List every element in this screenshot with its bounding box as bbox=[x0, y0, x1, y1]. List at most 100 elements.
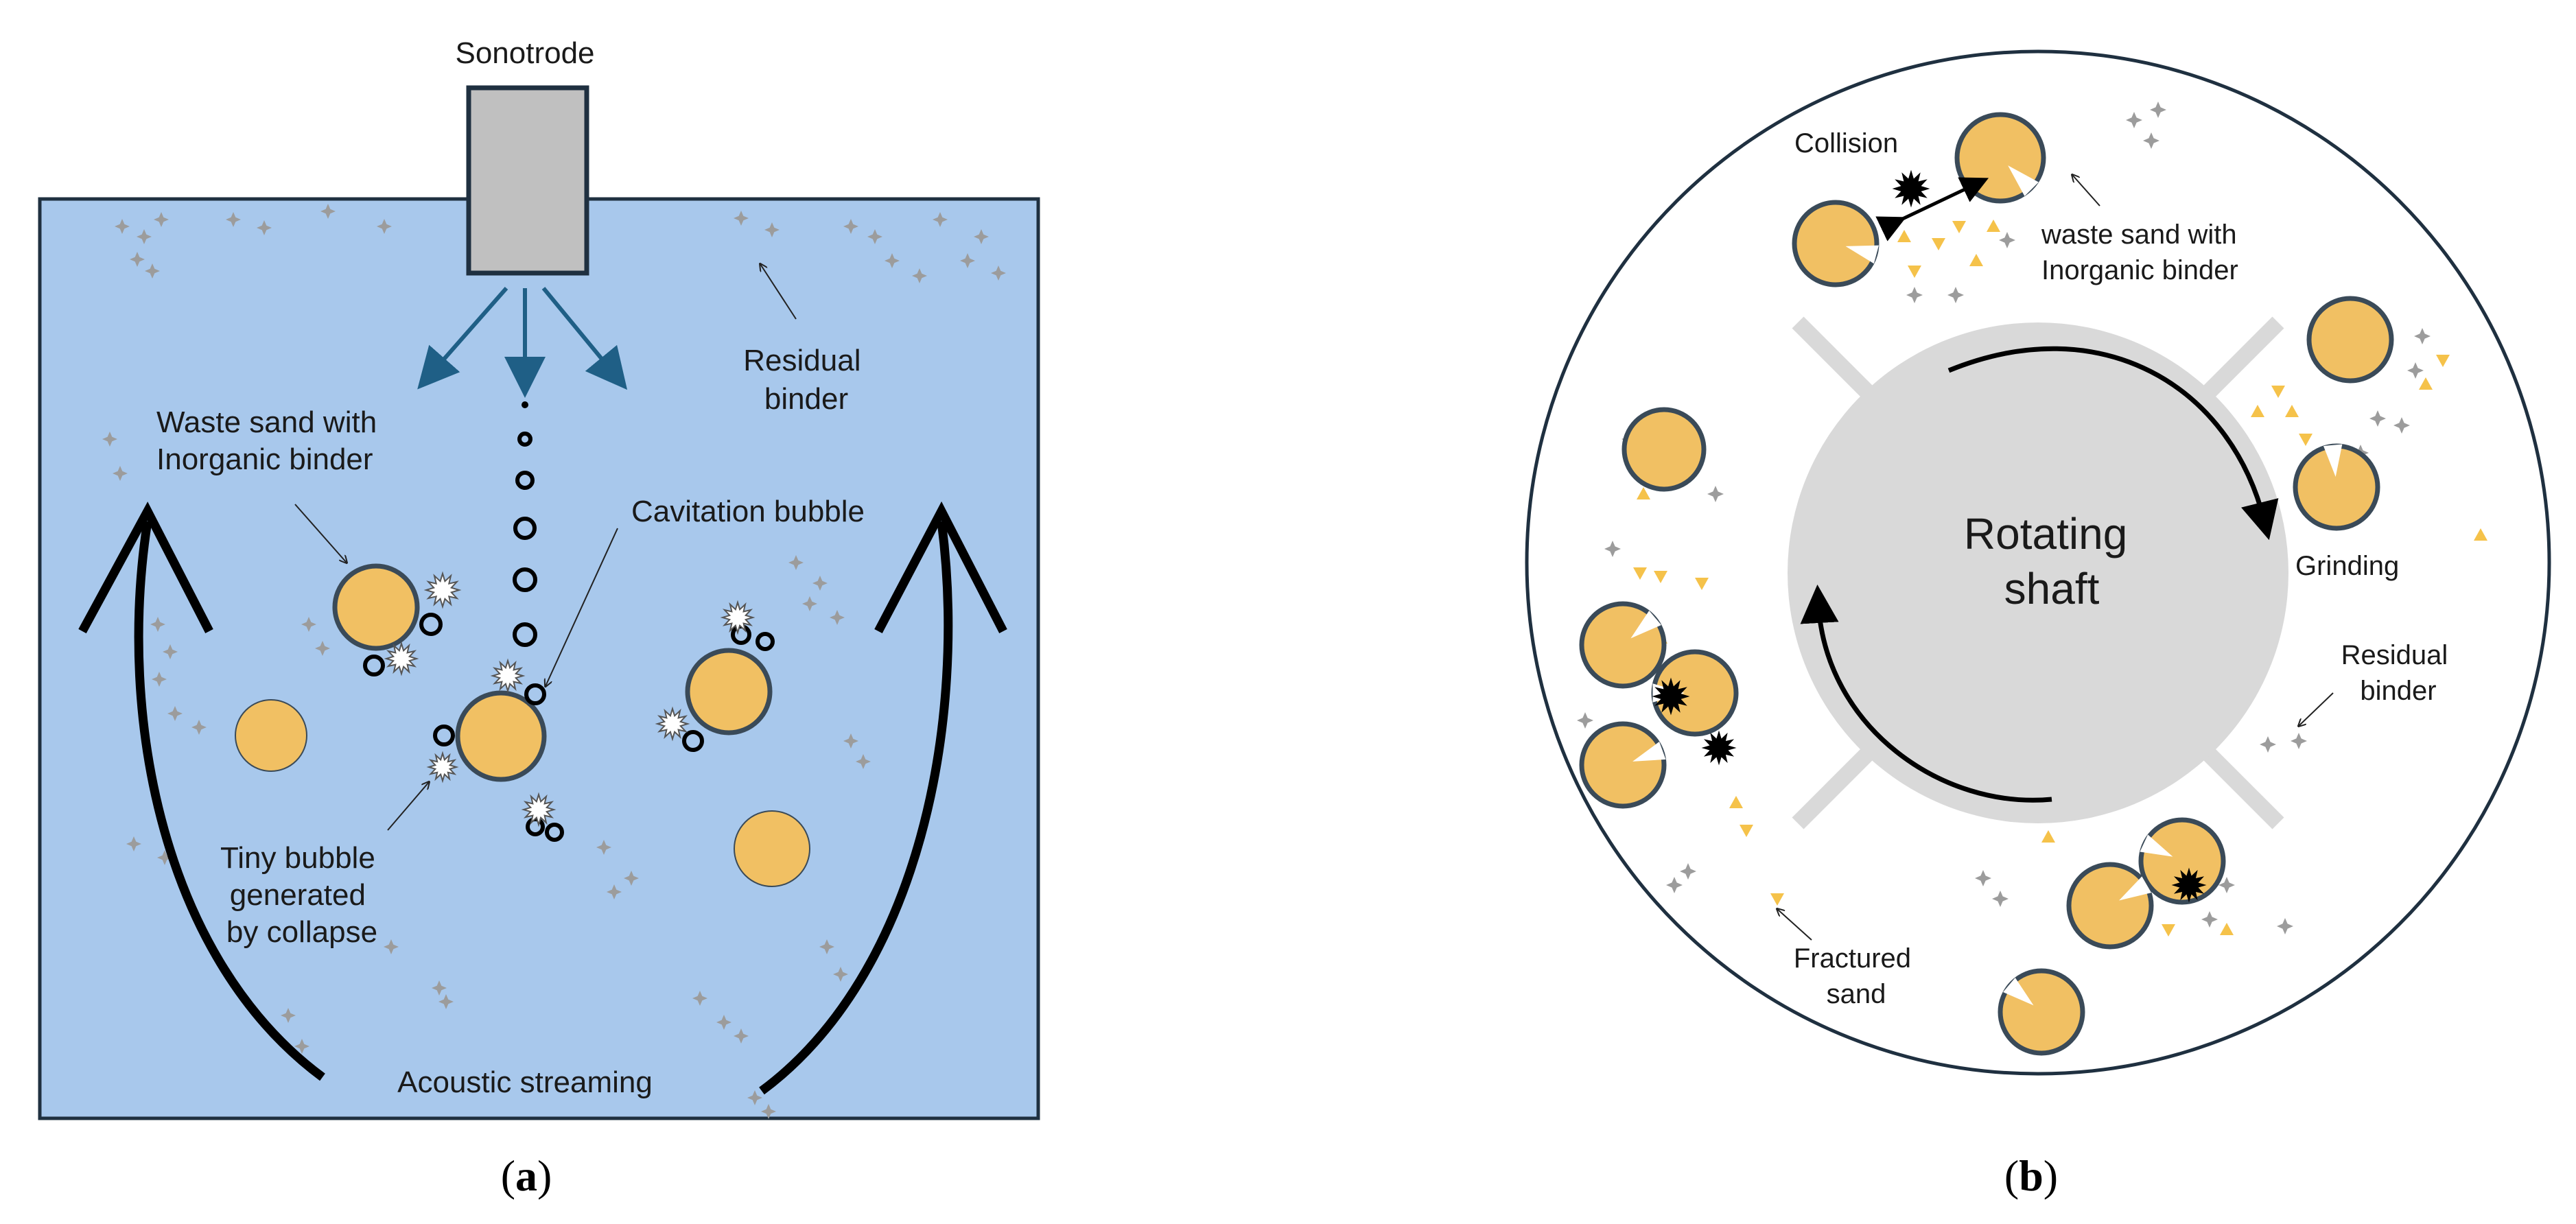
ultrasound-emission-arrows bbox=[417, 287, 628, 398]
sparkle-icon bbox=[257, 220, 272, 235]
fragment bbox=[2299, 434, 2312, 446]
cavitation-bubble-column bbox=[513, 401, 537, 647]
burst-icon bbox=[1701, 730, 1737, 766]
fractured-sand-pointer bbox=[1777, 909, 1812, 941]
sparkle-icon bbox=[384, 939, 399, 954]
sand-grain bbox=[685, 648, 773, 735]
sparkle-icon bbox=[2150, 102, 2166, 118]
rotation-arrow-bottom bbox=[1800, 585, 2052, 803]
tiny-bubble-pointer bbox=[387, 782, 429, 831]
sparkle-icon bbox=[692, 991, 707, 1006]
waste-sand-label-b: waste sand with Inorganic binder bbox=[2041, 220, 2245, 285]
collision-label: Collision bbox=[1794, 128, 1898, 158]
sparkle-icon bbox=[167, 706, 183, 721]
cavitation-bubble-label: Cavitation bubble bbox=[631, 495, 865, 528]
fragment bbox=[1729, 796, 1743, 808]
sparkle-icon bbox=[2407, 362, 2424, 379]
sparkle-icon bbox=[933, 212, 948, 227]
sparkle-icon bbox=[102, 432, 117, 447]
ring-icon bbox=[363, 655, 385, 676]
sparkle-icon bbox=[885, 253, 900, 268]
acoustic-streaming-arrowhead-left bbox=[78, 502, 213, 634]
ring-icon bbox=[513, 567, 537, 592]
emission-arrow-left bbox=[417, 287, 508, 390]
sparkle-icon bbox=[960, 253, 975, 268]
burst-icon bbox=[655, 706, 690, 742]
sparkle-icon bbox=[281, 1008, 296, 1023]
sparkle-icon bbox=[150, 617, 165, 632]
sonotrode-rod bbox=[466, 85, 589, 276]
fragment bbox=[1654, 571, 1667, 583]
sand-grains bbox=[235, 563, 810, 887]
sparkle-icon bbox=[830, 610, 845, 625]
burst-icon bbox=[490, 658, 526, 694]
ring-icon bbox=[515, 471, 535, 490]
burst-icon bbox=[2171, 867, 2207, 903]
sparkle-icon bbox=[2277, 918, 2293, 934]
sand-grain bbox=[332, 563, 420, 651]
ring-icon bbox=[517, 432, 532, 447]
sparkle-icon bbox=[1577, 712, 1593, 729]
sand-grain bbox=[1579, 721, 1667, 809]
sparkle-icon bbox=[438, 994, 454, 1009]
sand-grain bbox=[1621, 407, 1707, 492]
burst-icon bbox=[423, 571, 462, 609]
sparkle-icon bbox=[2369, 410, 2386, 427]
sparkle-icon bbox=[1999, 232, 2015, 248]
sparkle-icon bbox=[301, 617, 316, 632]
sparkle-icon bbox=[912, 268, 927, 283]
ring-icon bbox=[682, 730, 704, 752]
ring-icon bbox=[756, 632, 775, 651]
sparkle-icon bbox=[788, 555, 804, 570]
ring-icon bbox=[433, 725, 455, 746]
ring-icon bbox=[513, 622, 537, 647]
sparkle-icon bbox=[115, 219, 130, 234]
sparkle-icon bbox=[1947, 287, 1964, 303]
collision-arrow bbox=[1875, 177, 1989, 242]
sparkle-icon bbox=[812, 576, 828, 591]
residual-binder-label-a: Residual binder bbox=[743, 344, 869, 416]
residual-binder-particles bbox=[102, 204, 1006, 1119]
sparkle-icon bbox=[1666, 877, 1683, 893]
sparkle-icon bbox=[716, 1015, 731, 1030]
sonotrode-label: Sonotrode bbox=[455, 36, 594, 70]
sparkle-icon bbox=[163, 644, 178, 659]
fracture-wedge bbox=[2323, 444, 2343, 478]
sparkle-icon bbox=[1604, 541, 1621, 557]
acoustic-streaming-arrow-left bbox=[134, 521, 325, 1081]
sparkle-icon bbox=[130, 252, 145, 267]
fracture-wedge bbox=[1632, 742, 1666, 762]
sparkle-icon bbox=[734, 211, 749, 226]
fractured-sand-label: Fractured sand bbox=[1794, 943, 1919, 1009]
rotating-shaft bbox=[1788, 322, 2288, 823]
sparkle-icon bbox=[833, 967, 848, 982]
burst-icon bbox=[521, 792, 557, 827]
sparkle-icon bbox=[991, 266, 1006, 281]
rotation-arrow-top bbox=[1947, 346, 2279, 541]
rotating-shaft-label: Rotating shaft bbox=[1964, 509, 2140, 613]
sparkle-icon bbox=[856, 754, 871, 769]
sand-grain bbox=[2138, 817, 2226, 905]
sparkle-icon bbox=[145, 263, 160, 279]
burst-icon bbox=[426, 751, 459, 784]
waste-sand-pointer-b bbox=[2072, 175, 2100, 207]
ring-icon bbox=[513, 517, 537, 540]
sparkle-icon bbox=[126, 836, 141, 851]
sparkle-icon bbox=[315, 641, 330, 656]
sparkle-icon bbox=[843, 733, 858, 749]
sparkle-icon bbox=[294, 1039, 309, 1054]
sparkle-icon bbox=[607, 884, 622, 899]
sparkle-icon bbox=[2126, 112, 2142, 128]
sparkle-icon bbox=[137, 229, 152, 244]
fracture-wedge bbox=[1845, 245, 1879, 264]
acoustic-streaming-arrow-right bbox=[759, 521, 953, 1095]
sand-grain bbox=[734, 810, 810, 887]
panel-a-tag: (a) bbox=[501, 1151, 552, 1200]
fracture-wedge bbox=[2008, 165, 2039, 196]
sparkle-icon bbox=[2143, 132, 2159, 149]
sparkle-icon bbox=[843, 219, 858, 234]
sand-grain bbox=[1792, 200, 1880, 287]
fragment bbox=[2041, 830, 2055, 843]
sparkle-icon bbox=[113, 466, 128, 481]
sparkle-icon bbox=[2260, 736, 2276, 753]
